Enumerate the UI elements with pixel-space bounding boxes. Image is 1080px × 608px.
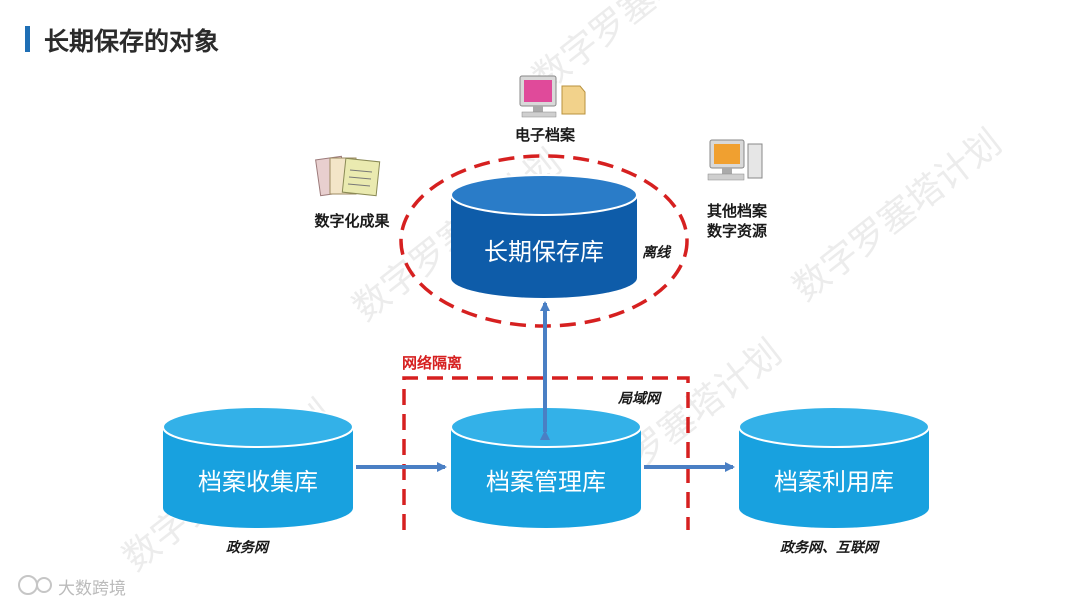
offline-label: 离线 [642,245,670,261]
lan-label: 局域网 [618,391,660,407]
utilization-db [738,406,930,528]
paper-documents-icon [315,155,381,197]
management-db-label: 档案管理库 [486,468,606,496]
other-archives-label-line2: 数字资源 [706,222,767,240]
long-term-storage-label: 长期保存库 [484,238,604,266]
electronic-archives-label: 电子档案 [514,126,575,144]
computer-icon [519,75,586,118]
footer-brand: 大数跨境 [58,579,126,599]
gov-network-label: 政务网 [226,540,268,556]
digitized-results-label: 数字化成果 [314,212,390,230]
network-isolation-boundary [402,376,690,530]
network-isolation-label: 网络隔离 [402,354,463,372]
collection-db [162,406,354,528]
utilization-db-label: 档案利用库 [774,468,894,496]
long-term-storage-db [450,174,638,298]
logo-icon [18,575,52,595]
gov-internet-label: 政务网、互联网 [780,540,878,556]
page-title: 长期保存的对象 [44,27,220,56]
desktop-computer-icon [707,139,763,181]
title-accent-bar [25,26,30,52]
other-archives-label-line1: 其他档案 [706,202,767,220]
collection-db-label: 档案收集库 [198,468,318,496]
